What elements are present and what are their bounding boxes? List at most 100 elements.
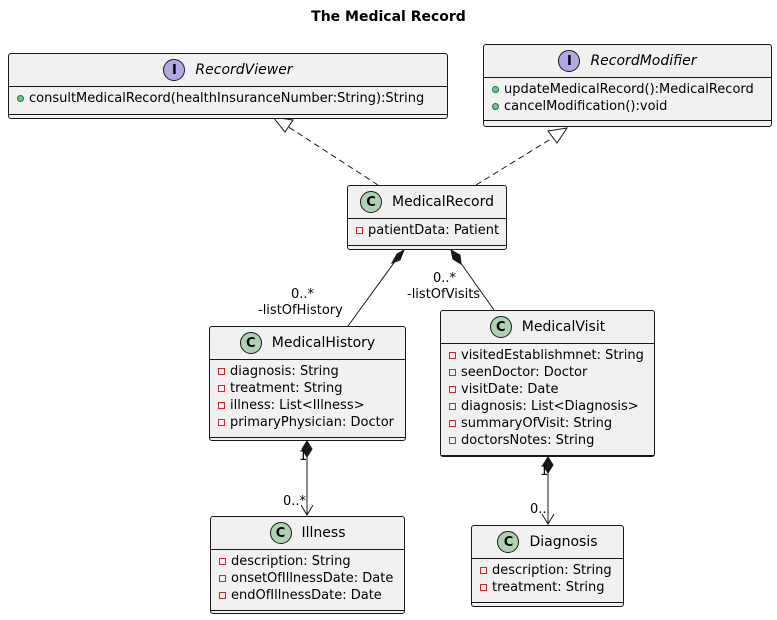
class-header: C Diagnosis xyxy=(472,526,623,558)
attribute-row: diagnosis: List<Diagnosis> xyxy=(449,398,654,415)
illness-target-multiplicity-label: 0..* xyxy=(283,494,307,509)
attribute-text: visitedEstablishmnet: String xyxy=(461,348,644,363)
diagram-title: The Medical Record xyxy=(311,9,466,25)
attribute-row: diagnosis: String xyxy=(218,363,405,380)
class-header: C MedicalVisit xyxy=(441,311,654,343)
attribute-text: patientData: Patient xyxy=(368,223,500,238)
attribute-text: description: String xyxy=(231,554,351,569)
private-visibility-icon xyxy=(356,227,363,234)
class-illness[interactable]: C Illness description: String onsetOfIll… xyxy=(210,516,405,614)
attribute-row: seenDoctor: Doctor xyxy=(449,364,654,381)
section-divider xyxy=(441,455,654,456)
visits-role-label: -listOfVisits xyxy=(407,287,481,302)
attribute-row: illness: List<Illness> xyxy=(218,397,405,414)
class-name: MedicalVisit xyxy=(521,319,606,335)
attribute-text: diagnosis: List<Diagnosis> xyxy=(461,399,639,414)
class-badge: C xyxy=(239,332,262,354)
section-divider xyxy=(211,549,404,550)
attribute-row: treatment: String xyxy=(480,579,623,596)
private-visibility-icon xyxy=(449,420,456,427)
attribute-row: description: String xyxy=(480,562,623,579)
composition-medicalvisit xyxy=(450,249,495,311)
class-header: C MedicalHistory xyxy=(210,327,405,359)
interface-header: I RecordModifier xyxy=(484,45,771,77)
public-visibility-icon xyxy=(17,95,24,102)
interface-recordmodifier[interactable]: I RecordModifier updateMedicalRecord():M… xyxy=(483,44,772,127)
method-row: cancelModification():void xyxy=(492,98,771,115)
attribute-text: treatment: String xyxy=(492,580,605,595)
private-visibility-icon xyxy=(449,386,456,393)
section-divider xyxy=(348,245,506,246)
section-divider xyxy=(210,359,405,360)
attribute-text: seenDoctor: Doctor xyxy=(461,365,588,380)
class-badge: C xyxy=(359,191,382,213)
attribute-row: description: String xyxy=(219,553,404,570)
private-visibility-icon xyxy=(449,437,456,444)
section-divider xyxy=(9,114,447,115)
diagnosis-target-multiplicity-label: 0.. xyxy=(530,502,547,517)
attribute-list: visitedEstablishmnet: String seenDoctor:… xyxy=(441,344,654,453)
composition-diagnosis xyxy=(541,456,555,525)
class-name: MedicalHistory xyxy=(271,335,376,351)
class-header: C MedicalRecord xyxy=(348,186,506,218)
interface-badge: I xyxy=(558,50,581,72)
attribute-text: visitDate: Date xyxy=(461,382,559,397)
section-divider xyxy=(210,437,405,438)
attribute-row: visitDate: Date xyxy=(449,381,654,398)
private-visibility-icon xyxy=(219,592,226,599)
method-text: cancelModification():void xyxy=(504,99,668,114)
method-list: consultMedicalRecord(healthInsuranceNumb… xyxy=(9,87,447,111)
private-visibility-icon xyxy=(480,567,487,574)
private-visibility-icon xyxy=(449,369,456,376)
class-medicalvisit[interactable]: C MedicalVisit visitedEstablishmnet: Str… xyxy=(440,310,655,457)
section-divider xyxy=(484,120,771,121)
public-visibility-icon xyxy=(492,86,499,93)
method-text: updateMedicalRecord():MedicalRecord xyxy=(504,82,754,97)
history-multiplicity-label: 0..* xyxy=(291,287,315,302)
interface-badge: I xyxy=(163,59,186,81)
class-diagnosis[interactable]: C Diagnosis description: String treatmen… xyxy=(471,525,624,607)
class-badge: C xyxy=(269,522,292,544)
attribute-text: doctorsNotes: String xyxy=(461,433,595,448)
method-text: consultMedicalRecord(healthInsuranceNumb… xyxy=(29,91,425,106)
section-divider xyxy=(484,77,771,78)
public-visibility-icon xyxy=(492,103,499,110)
attribute-row: visitedEstablishmnet: String xyxy=(449,347,654,364)
private-visibility-icon xyxy=(218,368,225,375)
interface-recordviewer[interactable]: I RecordViewer consultMedicalRecord(heal… xyxy=(8,53,448,119)
section-divider xyxy=(472,558,623,559)
realization-recordmodifier xyxy=(475,127,569,186)
class-badge: C xyxy=(489,316,512,338)
private-visibility-icon xyxy=(480,584,487,591)
section-divider xyxy=(9,86,447,87)
attribute-text: treatment: String xyxy=(230,381,343,396)
class-header: C Illness xyxy=(211,517,404,549)
private-visibility-icon xyxy=(218,419,225,426)
class-medicalrecord[interactable]: C MedicalRecord patientData: Patient xyxy=(347,185,507,250)
class-name: Illness xyxy=(301,525,346,541)
realization-recordviewer xyxy=(271,116,379,186)
attribute-text: primaryPhysician: Doctor xyxy=(230,415,395,430)
attribute-text: endOfIllnessDate: Date xyxy=(231,588,382,603)
section-divider xyxy=(211,610,404,611)
private-visibility-icon xyxy=(218,385,225,392)
attribute-text: onsetOfIllnessDate: Date xyxy=(231,571,394,586)
section-divider xyxy=(472,602,623,603)
composition-medicalhistory xyxy=(347,248,405,327)
attribute-list: diagnosis: String treatment: String illn… xyxy=(210,360,405,435)
class-name: Diagnosis xyxy=(529,534,598,550)
class-medicalhistory[interactable]: C MedicalHistory diagnosis: String treat… xyxy=(209,326,406,441)
attribute-text: description: String xyxy=(492,563,612,578)
attribute-row: patientData: Patient xyxy=(356,222,506,239)
attribute-list: description: String onsetOfIllnessDate: … xyxy=(211,550,404,608)
attribute-row: endOfIllnessDate: Date xyxy=(219,587,404,604)
section-divider xyxy=(348,218,506,219)
private-visibility-icon xyxy=(219,558,226,565)
method-list: updateMedicalRecord():MedicalRecord canc… xyxy=(484,78,771,119)
attribute-row: doctorsNotes: String xyxy=(449,432,654,449)
private-visibility-icon xyxy=(449,352,456,359)
interface-name: RecordModifier xyxy=(590,53,697,69)
attribute-row: treatment: String xyxy=(218,380,405,397)
illness-source-multiplicity-label: 1 xyxy=(299,449,308,464)
